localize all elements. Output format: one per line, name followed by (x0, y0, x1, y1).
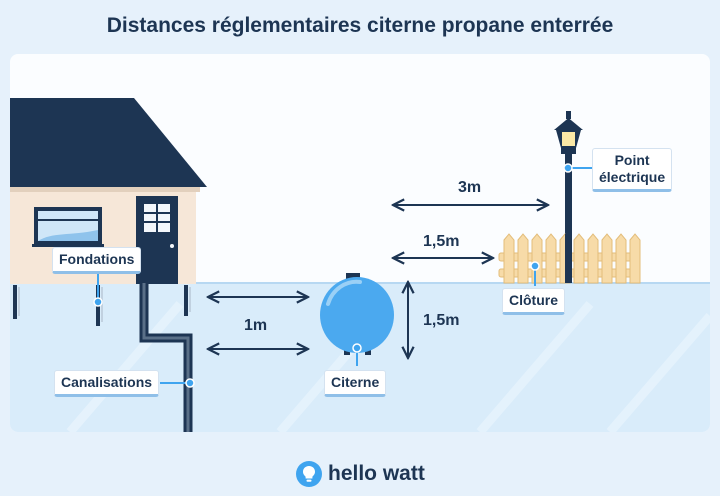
label-dots (93, 163, 573, 388)
diagram-panel: 1m 1,5m 1,5m 3m Fondations Canalisations… (10, 54, 710, 432)
scene (10, 98, 710, 432)
distance-tank-depth: 1,5m (423, 312, 460, 329)
label-fondations: Fondations (52, 247, 142, 274)
label-point-electrique: Point électrique (592, 148, 673, 192)
distance-foundations-tank: 1m (244, 317, 268, 334)
fence (498, 233, 641, 284)
dimension-arrows (208, 205, 548, 358)
house-window (32, 207, 104, 247)
house-door (136, 196, 178, 284)
distance-tank-electric-point: 3m (458, 179, 482, 196)
distance-tank-fence: 1,5m (423, 233, 460, 250)
label-canalisations: Canalisations (54, 370, 160, 397)
label-point-electrique-line2: électrique (599, 169, 666, 185)
label-citerne: Citerne (324, 370, 387, 397)
lightbulb-icon (296, 461, 322, 487)
brand-logo: hello watt (296, 458, 425, 490)
propane-tank (320, 273, 394, 355)
label-point-electrique-line1: Point (614, 152, 650, 168)
diagram-title: Distances réglementaires citerne propane… (106, 14, 614, 37)
house-roof (10, 98, 207, 187)
label-cloture: Clôture (502, 288, 565, 315)
brand-name: hello watt (328, 462, 425, 485)
lamp-post (554, 111, 583, 283)
